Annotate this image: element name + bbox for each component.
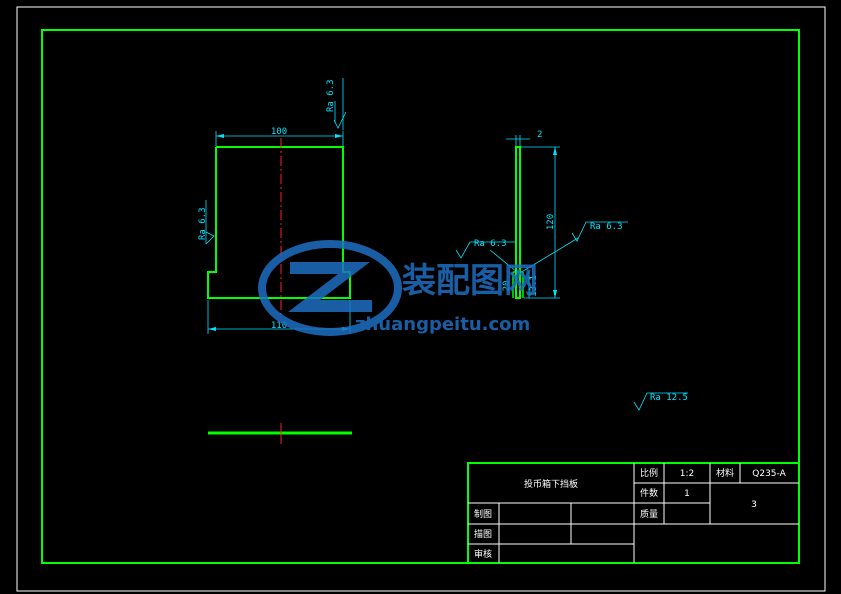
top-view [208, 423, 352, 444]
checked-label: 审核 [474, 548, 492, 560]
front-view: 100 110 Ra 6.3 Ra 6.3 [198, 78, 351, 334]
material-label: 材料 [716, 467, 734, 479]
side-view-plate [515, 146, 521, 299]
quantity-value: 1 [684, 489, 690, 499]
sheet-border [16, 6, 826, 592]
roughness-symbol-top: Ra 6.3 [326, 78, 347, 130]
drawn-label: 制图 [474, 508, 492, 520]
side-view: 2 120 20 13.1 Ra 6.3 Ra 6.3 [455, 130, 628, 299]
scale-label: 比例 [640, 467, 658, 479]
quantity-label: 件数 [640, 487, 658, 499]
watermark-logo-icon [258, 240, 402, 336]
roughness-left-label: Ra 6.3 [198, 207, 208, 240]
material-value: Q235-A [752, 469, 786, 479]
roughness-symbol-side-right: Ra 6.3 [519, 221, 628, 274]
part-name: 投币箱下挡板 [524, 478, 578, 490]
drawing-number: 3 [751, 500, 757, 510]
title-block: 投币箱下挡板 比例 1:2 材料 Q235-A 件数 1 3 质量 制图 描图 … [467, 462, 800, 564]
dim-height: 120 [546, 214, 556, 230]
dim-thickness: 2 [537, 130, 542, 140]
roughness-side-left-label: Ra 6.3 [474, 239, 507, 249]
traced-label: 描图 [474, 528, 492, 540]
dim-slot: 20 [502, 281, 512, 292]
roughness-symbol-side-left: Ra 6.3 [455, 239, 518, 273]
dim-slot-depth: 13.1 [529, 275, 539, 297]
scale-value: 1:2 [680, 469, 694, 479]
dim-top-width: 100 [271, 127, 287, 137]
watermark: 装配图网 zhuangpeitu.com [258, 240, 538, 336]
roughness-side-right-label: Ra 6.3 [590, 222, 623, 232]
watermark-url: zhuangpeitu.com [355, 314, 530, 335]
drawing-frame [41, 29, 800, 564]
roughness-symbol-left: Ra 6.3 [198, 200, 215, 245]
roughness-general-label: Ra 12.5 [650, 393, 688, 403]
front-view-outline [207, 146, 351, 299]
roughness-symbol-general: Ra 12.5 [633, 392, 688, 411]
watermark-brand: 装配图网 [402, 261, 538, 301]
roughness-top-label: Ra 6.3 [326, 79, 336, 112]
weight-label: 质量 [640, 508, 658, 520]
dim-bottom-width: 110 [271, 321, 287, 331]
